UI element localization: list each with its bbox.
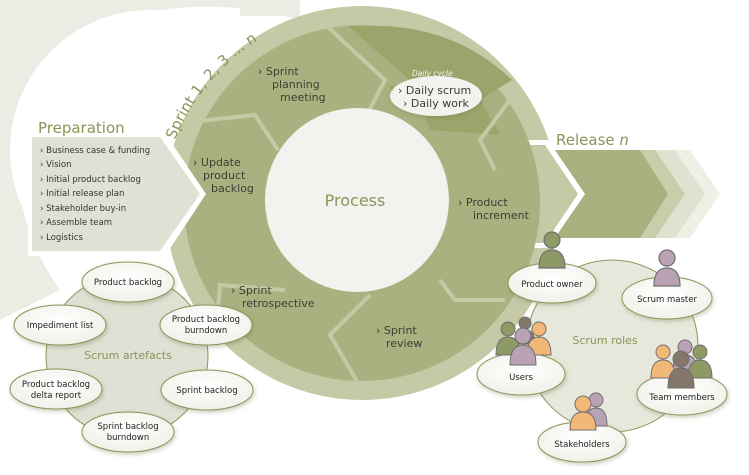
svg-text:planning: planning	[272, 78, 320, 91]
artefact-label: Product backlog	[22, 380, 90, 390]
artefact-label: Product backlog	[94, 278, 162, 288]
artefact-label: burndown	[107, 433, 149, 443]
artefact-product-backlog-burndown	[159, 304, 253, 346]
users-icon	[495, 316, 552, 366]
svg-text:› Sprint: › Sprint	[376, 324, 417, 337]
step-daily: Daily cycle › Daily scrum › Daily work	[389, 69, 483, 116]
artefact-label: Impediment list	[27, 321, 94, 331]
artefact-label: Sprint backlog	[97, 422, 158, 432]
svg-text:retrospective: retrospective	[242, 297, 315, 310]
step-review: › Sprint review	[376, 324, 422, 350]
preparation-list: › Business case & funding › Vision › Ini…	[40, 146, 150, 243]
artefact-label: burndown	[185, 326, 227, 336]
prep-item: › Assemble team	[40, 218, 112, 228]
svg-text:› Product: › Product	[458, 196, 508, 209]
svg-text:Stakeholders: Stakeholders	[554, 440, 610, 450]
svg-text:meeting: meeting	[280, 91, 326, 104]
step-increment: › Product increment	[458, 196, 530, 222]
svg-text:Scrum artefacts: Scrum artefacts	[84, 349, 172, 362]
release-label: Release n	[556, 131, 629, 149]
team-icon	[650, 339, 713, 389]
prep-item: › Stakeholder buy-in	[40, 204, 126, 214]
artefact-label: delta report	[31, 391, 82, 401]
stakeholders-icon	[569, 392, 608, 431]
artefact-label: Sprint backlog	[176, 386, 237, 396]
preparation-box	[28, 133, 206, 256]
svg-text:› Daily work: › Daily work	[403, 97, 469, 110]
prep-item: › Initial product backlog	[40, 175, 141, 185]
step-retrospective: › Sprint retrospective	[231, 284, 315, 310]
scrum-roles: Scrum roles Product owner Scrum master T…	[476, 231, 728, 463]
person-icon	[538, 231, 566, 269]
svg-text:Scrum master: Scrum master	[637, 295, 697, 305]
artefact-sprint-backlog	[160, 369, 254, 411]
artefact-impediment-list	[13, 304, 107, 346]
release-arrows	[545, 150, 720, 238]
svg-text:Product owner: Product owner	[521, 280, 583, 290]
scrum-artefacts: Scrum artefacts Product backlog Product …	[9, 261, 254, 453]
artefact-label: Product backlog	[172, 315, 240, 325]
svg-text:› Sprint: › Sprint	[231, 284, 272, 297]
step-update-backlog: › Update product backlog	[193, 156, 254, 195]
prep-item: › Vision	[40, 160, 71, 170]
svg-text:backlog: backlog	[211, 182, 254, 195]
preparation-title: Preparation	[38, 119, 125, 137]
svg-text:› Sprint: › Sprint	[258, 65, 299, 78]
person-icon	[653, 249, 681, 287]
svg-text:Users: Users	[509, 373, 533, 383]
prep-item: › Business case & funding	[40, 146, 150, 156]
svg-text:Scrum roles: Scrum roles	[572, 334, 638, 347]
prep-item: › Logistics	[40, 233, 83, 243]
prep-item: › Initial release plan	[40, 189, 124, 199]
artefact-sprint-backlog-burndown	[81, 411, 175, 453]
process-center	[265, 108, 449, 292]
svg-text:product: product	[203, 169, 246, 182]
artefact-delta-report	[9, 368, 103, 410]
svg-text:› Update: › Update	[193, 156, 241, 169]
svg-text:› Daily scrum: › Daily scrum	[398, 84, 471, 97]
artefact-product-backlog	[81, 261, 175, 303]
svg-text:increment: increment	[473, 209, 530, 222]
process-label: Process	[325, 191, 386, 210]
svg-text:review: review	[386, 337, 422, 350]
step-planning: › Sprint planning meeting	[258, 65, 326, 104]
svg-text:Daily cycle: Daily cycle	[412, 69, 453, 78]
svg-text:Team members: Team members	[648, 393, 715, 403]
